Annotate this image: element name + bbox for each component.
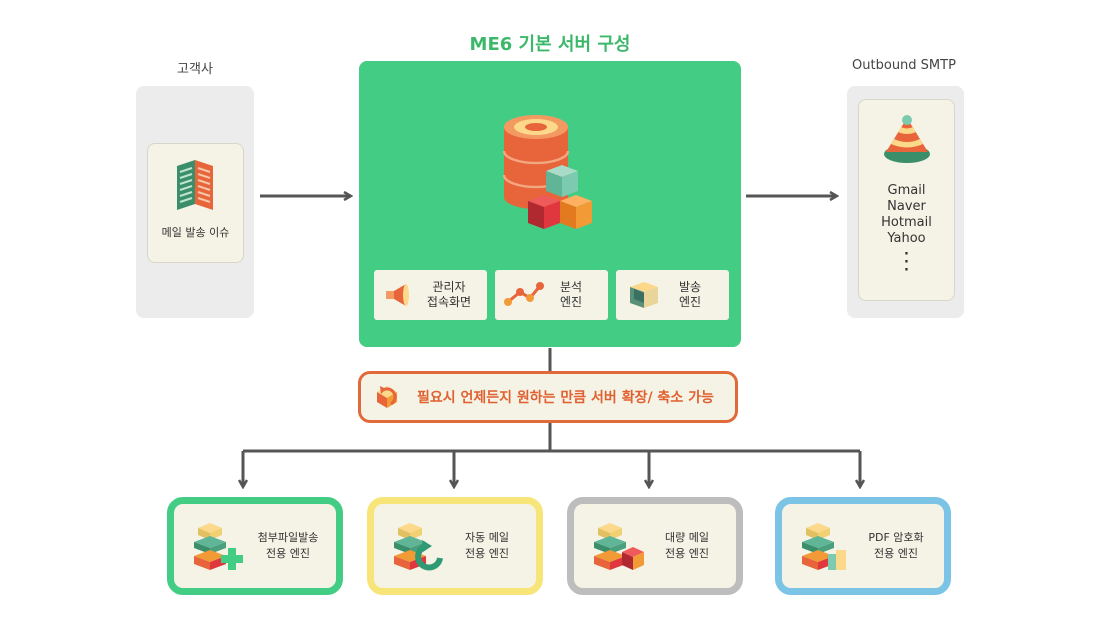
mail-document-icon: [177, 160, 213, 210]
provider-ellipsis: · · ·: [904, 247, 909, 278]
provider-gmail: Gmail: [887, 183, 926, 198]
provider-yahoo: Yahoo: [887, 231, 926, 246]
database-server-icon: [502, 115, 592, 229]
client-card: 메일 발송 이슈: [147, 143, 244, 263]
provider-hotmail: Hotmail: [881, 215, 932, 230]
cone-icon: [884, 115, 930, 163]
megaphone-icon: [386, 284, 409, 306]
client-label: 고객사: [177, 62, 213, 77]
outbound-card: Gmail Naver Hotmail Yahoo · · ·: [858, 99, 955, 301]
diagram-title: ME6 기본 서버 구성: [469, 34, 631, 55]
scaling-banner: 필요시 언제든지 원하는 만큼 서버 확장/ 축소 가능: [358, 371, 738, 423]
analysis-graph-icon: [504, 282, 544, 306]
scaling-icon: [377, 386, 397, 408]
pdf-encrypt-stack-icon: [802, 523, 846, 570]
provider-list: Gmail Naver Hotmail Yahoo · · ·: [859, 183, 954, 278]
bulk-mail-stack-icon: [594, 523, 644, 570]
attachment-stack-icon: [194, 523, 243, 570]
scaling-banner-text: 필요시 언제든지 원하는 만큼 서버 확장/ 축소 가능: [417, 390, 714, 406]
auto-mail-stack-icon: [394, 523, 443, 571]
send-box-icon: [630, 282, 658, 308]
outbound-label: Outbound SMTP: [852, 58, 956, 73]
client-card-text: 메일 발송 이슈: [161, 226, 230, 239]
provider-naver: Naver: [887, 199, 926, 214]
